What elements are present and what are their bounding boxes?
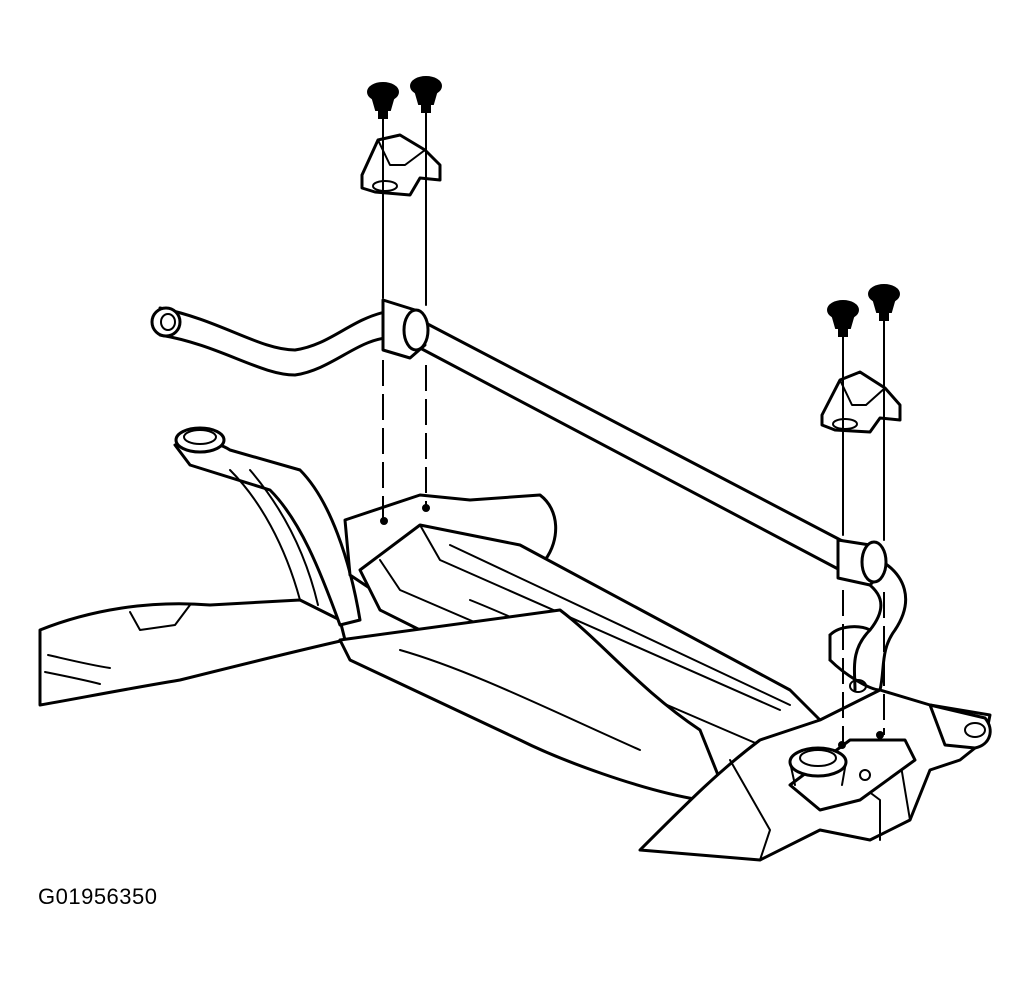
- left-bushing-clamp: [360, 133, 442, 197]
- assembly-guide-lines: [382, 111, 885, 745]
- left-bushing: [381, 298, 430, 360]
- bolt-icon: [367, 82, 399, 119]
- bolt-icon: [410, 76, 442, 113]
- front-crossmember: [38, 426, 992, 862]
- figure-id-label: G01956350: [38, 884, 158, 909]
- bolt-icon: [827, 300, 859, 337]
- stabilizer-bar: [150, 306, 908, 693]
- right-bushing-clamp: [820, 370, 902, 434]
- right-bushing: [836, 538, 888, 587]
- bolt-icon: [868, 284, 900, 321]
